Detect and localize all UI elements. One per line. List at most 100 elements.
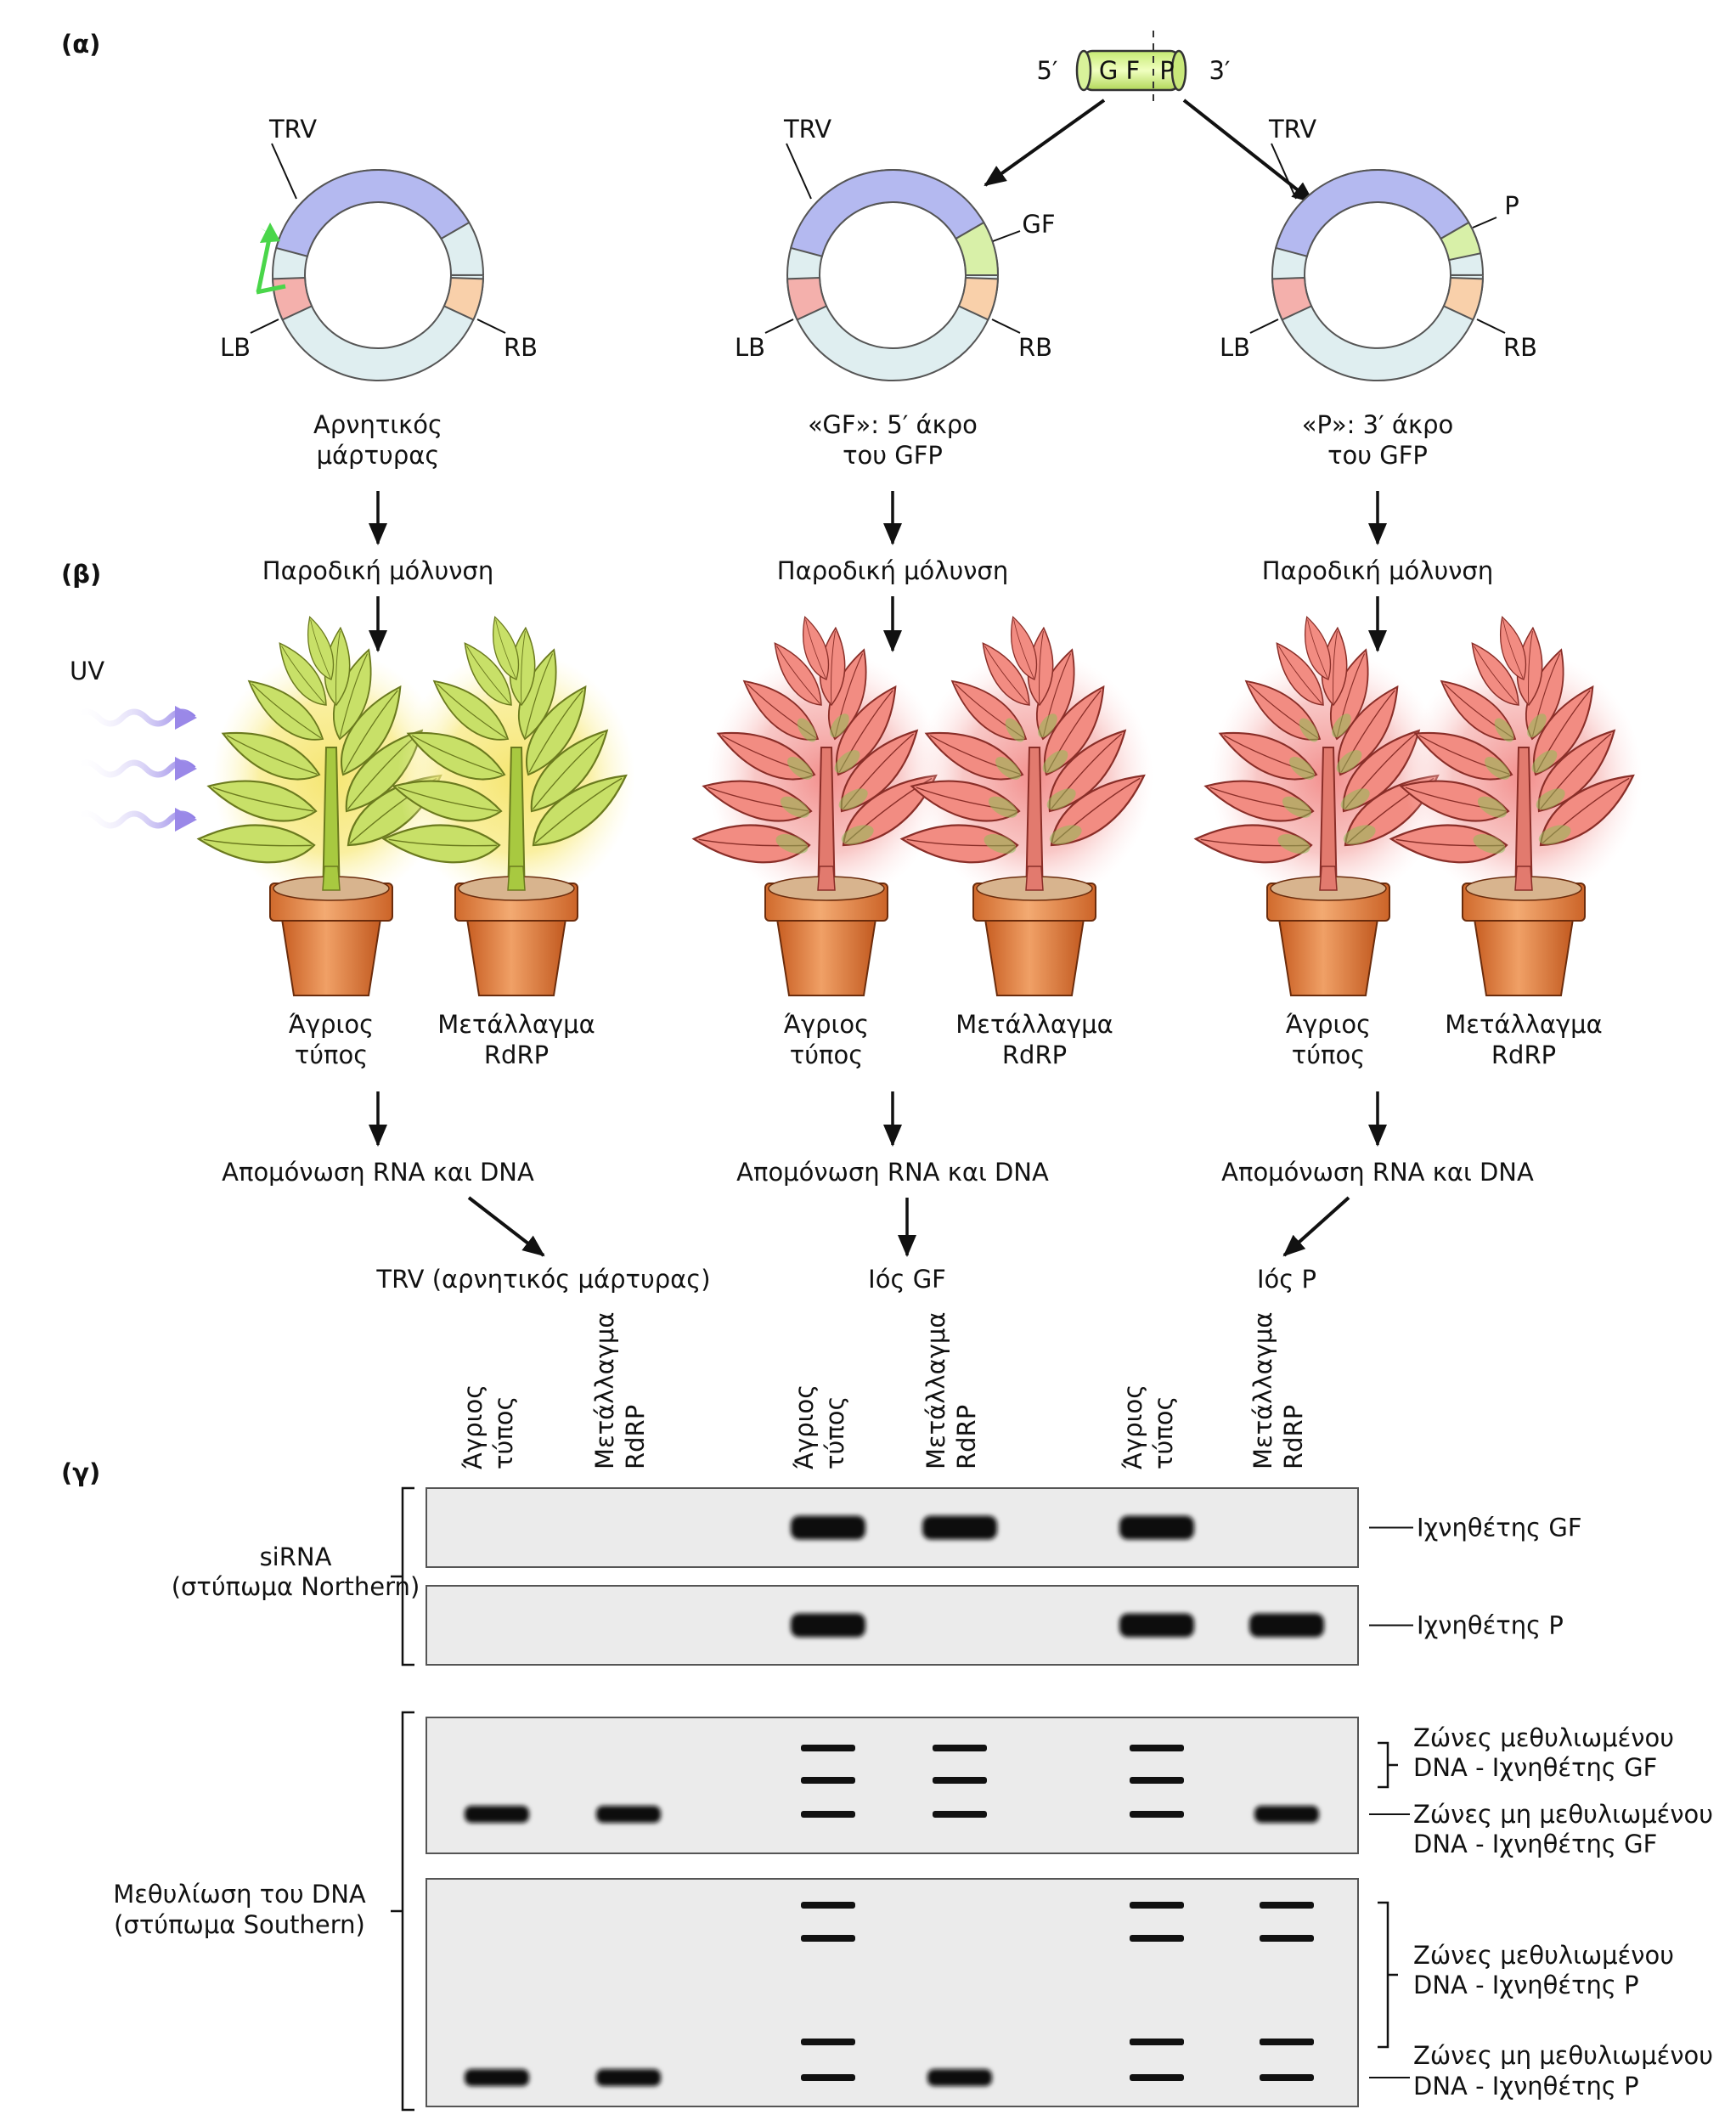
- plant-rdrp-mutant-p: [1389, 616, 1643, 996]
- leaf-vein: [397, 787, 499, 812]
- trv-pointer: [1271, 143, 1297, 200]
- methylated-label-line1: Ζώνες μεθυλιωμένου: [1413, 1723, 1674, 1752]
- trv-label: TRV: [1268, 115, 1316, 144]
- infection-label: Παροδική μόλυνση: [777, 556, 1008, 585]
- leaf: [509, 626, 536, 707]
- lb-label: LB: [220, 333, 251, 362]
- methylated-band: [1130, 1745, 1184, 1751]
- leaf-vein: [521, 631, 526, 703]
- rb-label: RB: [504, 333, 538, 362]
- leaf-vein: [984, 646, 1029, 704]
- residual-green-patch: [1485, 756, 1510, 780]
- lb-segment: [786, 276, 828, 321]
- plant-label-line2: RdRP: [1002, 1040, 1067, 1069]
- plant-label-line1: Άγριος: [289, 1010, 374, 1039]
- infection-label: Παροδική μόλυνση: [262, 556, 493, 585]
- stem-base: [1514, 866, 1533, 891]
- gfp-gf-label: G F: [1099, 56, 1140, 85]
- caption-line2: του GFP: [843, 441, 943, 470]
- leaf: [1500, 616, 1527, 680]
- unmethylated-band: [1260, 2074, 1314, 2081]
- lane-header-line1: Μετάλλαγμα: [922, 1312, 950, 1469]
- panel-label-c: (γ): [61, 1458, 100, 1487]
- leaf: [464, 642, 512, 706]
- leaf: [432, 680, 510, 741]
- caption-line1: «P»: 3′ άκρο: [1302, 410, 1454, 439]
- uv-wave: [72, 708, 196, 727]
- sirna-band: [1249, 1613, 1324, 1638]
- methylated-band: [1260, 1935, 1314, 1942]
- southern-blot-p: [426, 1878, 1359, 2107]
- leaf: [1276, 642, 1324, 706]
- uv-arrows: UV: [70, 657, 197, 832]
- leaf-vein: [805, 619, 826, 679]
- arrow-to-p-vector: [1182, 99, 1315, 204]
- residual-green-patch: [1494, 718, 1514, 742]
- leaf-vein: [533, 733, 605, 809]
- isolation-label: Απομόνωση RNA και DNA: [1221, 1158, 1534, 1187]
- three-prime-label: 3′: [1209, 56, 1230, 85]
- caption-line2: του GFP: [1327, 441, 1428, 470]
- promoter-arrow-icon: [256, 223, 286, 295]
- leaf-vein: [251, 683, 322, 739]
- unmethylated-band: [465, 2069, 529, 2086]
- infection-label: Παροδική μόλυνση: [1262, 556, 1493, 585]
- plant-label-line1: Άγριος: [784, 1010, 869, 1039]
- methylated-band: [1260, 2039, 1314, 2045]
- sirna-band: [791, 1613, 865, 1638]
- leaf-vein: [1474, 646, 1518, 704]
- pot-body: [984, 918, 1085, 996]
- plant-label-line1: Άγριος: [1286, 1010, 1371, 1039]
- p-insert-label: P: [1504, 191, 1519, 220]
- rb-pointer: [1476, 319, 1506, 334]
- leaf-vein: [335, 631, 341, 703]
- residual-green-patch: [1332, 713, 1351, 738]
- leaf: [406, 732, 506, 781]
- leaf: [899, 824, 1019, 864]
- residual-green-patch: [830, 713, 849, 738]
- p-pointer: [1472, 217, 1497, 228]
- northern-title-line1: siRNA: [260, 1542, 332, 1571]
- trv-segment: [1275, 169, 1470, 257]
- leaf: [774, 642, 822, 706]
- methylated-label-line2: DNA - Ιχνηθέτης P: [1413, 1971, 1639, 1999]
- unmethylated-band: [933, 1811, 987, 1818]
- leaf: [1011, 616, 1038, 680]
- residual-green-patch: [988, 796, 1017, 818]
- unmethylated-label-line1: Ζώνες μη μεθυλιωμένου: [1413, 1800, 1713, 1829]
- panel-label-b: (β): [61, 560, 101, 589]
- leaf-vein: [1333, 631, 1338, 703]
- probe-label: Ιχνηθέτης GF: [1417, 1514, 1582, 1542]
- leaf: [532, 774, 628, 847]
- residual-green-patch: [838, 788, 868, 810]
- residual-green-patch: [1289, 756, 1315, 780]
- residual-green-patch: [1343, 825, 1376, 845]
- leaf: [221, 732, 321, 781]
- residual-green-patch: [1042, 750, 1068, 773]
- leaf-vein: [534, 777, 623, 844]
- trv-segment: [274, 169, 471, 257]
- plant-label-line2: RdRP: [1491, 1040, 1556, 1069]
- plant-label-line1: Μετάλλαγμα: [437, 1010, 595, 1039]
- residual-green-patch: [995, 756, 1021, 780]
- plant-label-line2: τύπος: [295, 1040, 368, 1069]
- trv-pointer: [271, 143, 297, 200]
- leaf: [1193, 824, 1313, 864]
- lane-header-line2: τύπος: [1149, 1396, 1178, 1469]
- southern-title-line1: Μεθυλίωση του DNA: [113, 1880, 366, 1909]
- northern-title-line2: (στύπωμα Northern): [172, 1572, 420, 1601]
- stem-base: [1319, 866, 1338, 891]
- leaf-vein: [437, 683, 507, 739]
- leaf: [1389, 824, 1508, 864]
- leaf: [307, 616, 335, 680]
- unmethylated-band: [1130, 1811, 1184, 1818]
- arrow-to-gf-vector: [984, 99, 1106, 187]
- leaf-vein: [776, 646, 820, 704]
- trv-segment: [789, 169, 985, 257]
- rb-label: RB: [1503, 333, 1537, 362]
- gfp-tube-right-cap: [1170, 49, 1187, 92]
- residual-green-patch: [1477, 796, 1507, 818]
- residual-green-patch: [1282, 796, 1311, 818]
- lane-header-line1: Μετάλλαγμα: [590, 1312, 619, 1469]
- rb-segment: [442, 276, 484, 321]
